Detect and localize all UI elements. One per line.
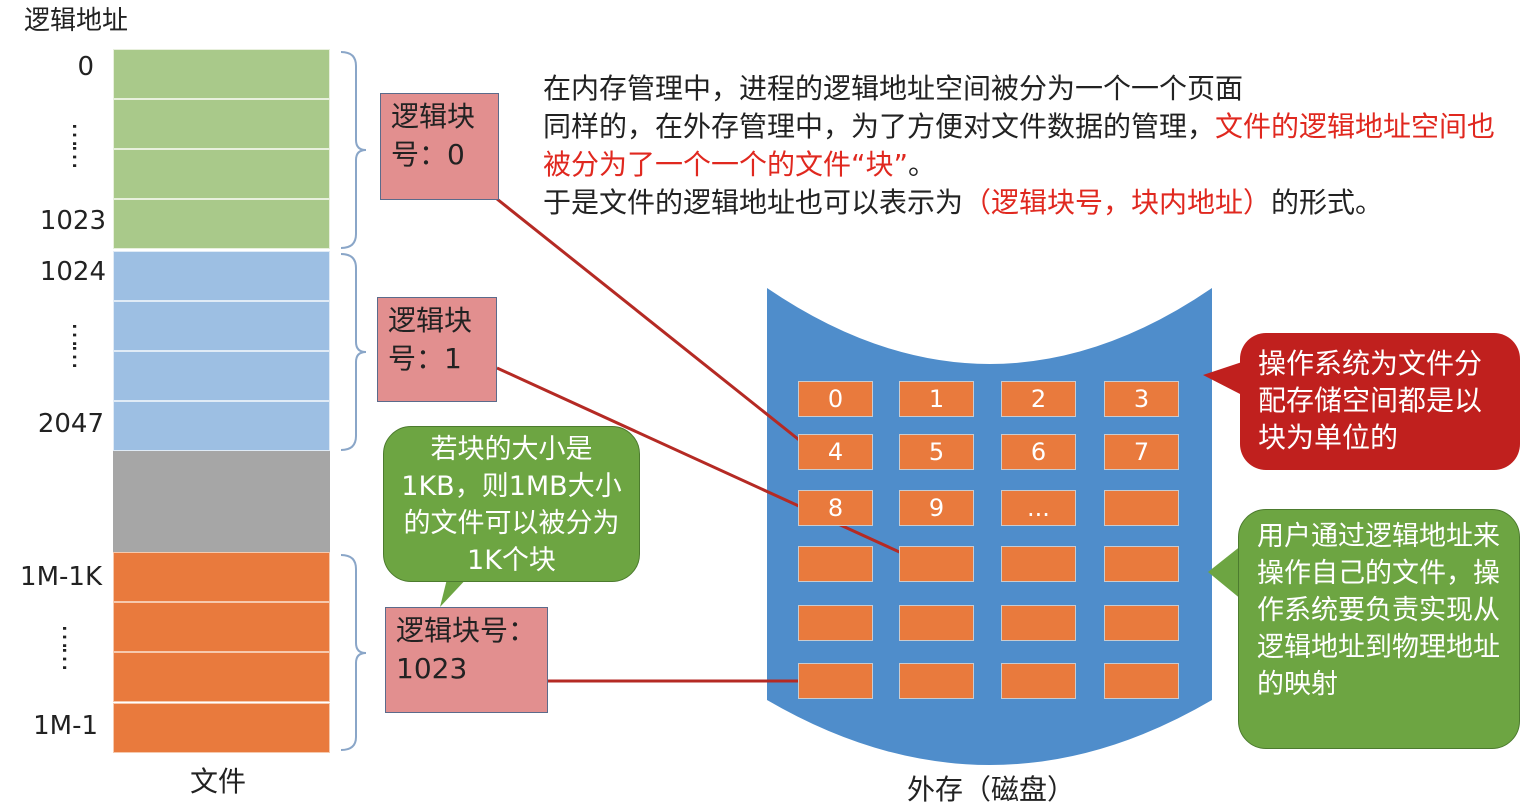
description-line-3-text: 于是文件的逻辑地址也可以表示为 [543,186,963,219]
disk-block: 1 [899,381,974,417]
user-mapping-callout: 用户通过逻辑地址来操作自己的文件，操作系统要负责实现从逻辑地址到物理地址的映射 [1238,509,1520,749]
description-text: 在内存管理中，进程的逻辑地址空间被分为一个一个页面 同样的，在外存管理中，为了方… [543,70,1503,222]
disk-block [1001,663,1076,699]
disk-block [1104,490,1179,526]
disk-block: 3 [1104,381,1179,417]
logical-block-1-label: 逻辑块号：1 [388,304,472,375]
brace-block-0 [341,52,366,248]
brace-block-1023 [341,555,366,750]
logical-block-1023-box: 逻辑块号： 1023 [385,607,548,713]
disk-block [1001,605,1076,641]
disk-block: 5 [899,434,974,470]
disk-block: 8 [798,490,873,526]
disk-block [798,663,873,699]
logical-block-0-label: 逻辑块号：0 [391,100,475,171]
disk-block [798,546,873,582]
logical-block-0-box: 逻辑块号：0 [380,93,499,200]
disk-block: 2 [1001,381,1076,417]
disk-block: ... [1001,490,1076,526]
logical-block-1-box: 逻辑块号：1 [377,297,497,402]
disk-block [899,605,974,641]
description-line-2-text: 同样的，在外存管理中，为了方便对文件数据的管理， [543,110,1215,143]
logical-block-1023-label: 逻辑块号： [396,612,537,650]
disk-block [899,546,974,582]
disk-block [899,663,974,699]
disk-block [1104,605,1179,641]
block-size-callout: 若块的大小是1KB，则1MB大小的文件可以被分为1K个块 [383,426,640,582]
disk-block: 9 [899,490,974,526]
disk-block: 0 [798,381,873,417]
description-line-3-highlight: （逻辑块号，块内地址） [963,186,1271,219]
disk-block: 7 [1104,434,1179,470]
description-line-2: 同样的，在外存管理中，为了方便对文件数据的管理，文件的逻辑地址空间也被分为了一个… [543,108,1503,184]
description-line-3: 于是文件的逻辑地址也可以表示为（逻辑块号，块内地址）的形式。 [543,184,1503,222]
description-line-3-end: 的形式。 [1271,186,1383,219]
disk-block [1104,546,1179,582]
logical-block-1023-number: 1023 [396,650,537,688]
callout-pointer [1208,545,1242,600]
os-allocation-callout: 操作系统为文件分配存储空间都是以块为单位的 [1240,333,1520,470]
description-line-1: 在内存管理中，进程的逻辑地址空间被分为一个一个页面 [543,70,1503,108]
disk-block [1001,546,1076,582]
disk-block: 6 [1001,434,1076,470]
disk-caption: 外存（磁盘） [907,768,1075,808]
disk-block [1104,663,1179,699]
disk-block: 4 [798,434,873,470]
disk-block [798,605,873,641]
description-line-2-end: 。 [908,148,936,181]
brace-block-1 [341,254,366,450]
